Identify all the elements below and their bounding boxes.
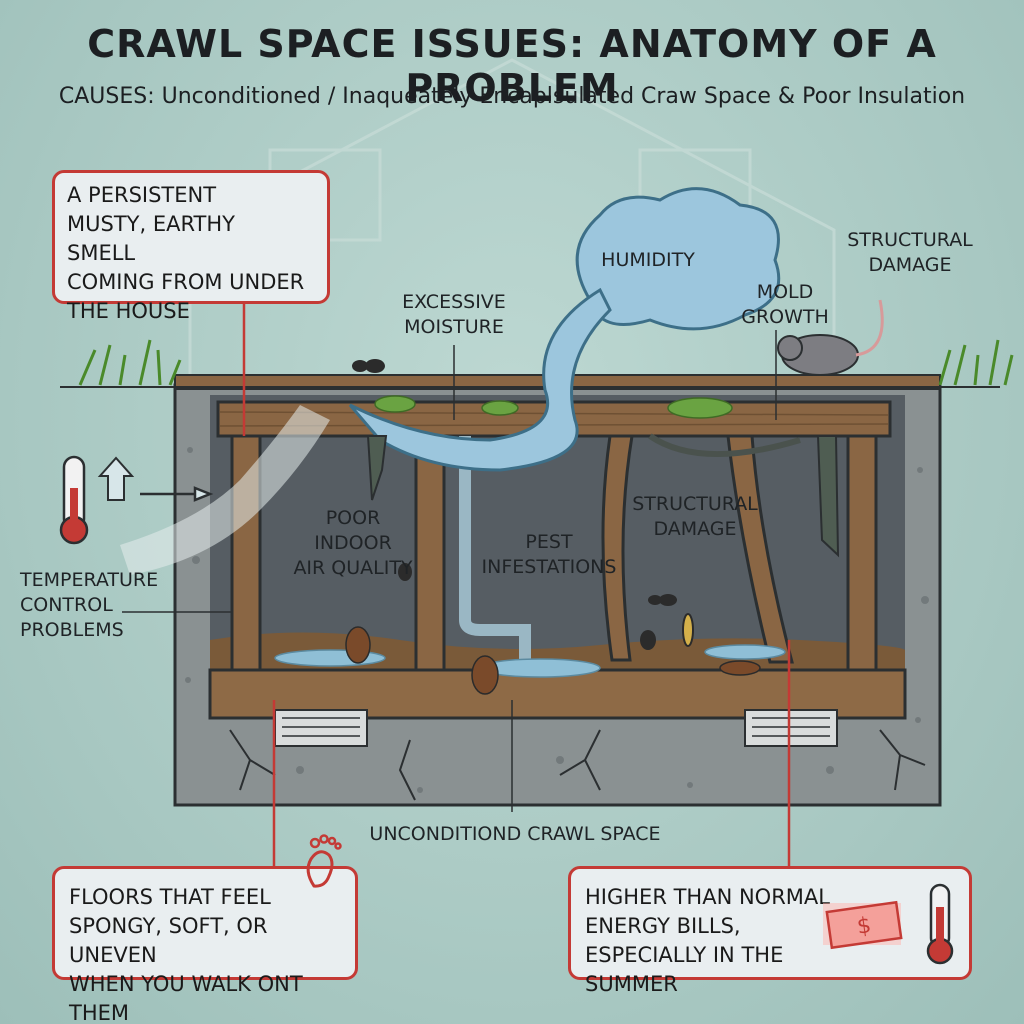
vent-icon xyxy=(274,709,838,747)
energy-callout: HIGHER THAN NORMAL ENERGY BILLS, ESPECIA… xyxy=(568,866,972,996)
rat-icon xyxy=(777,299,884,376)
right-arrow-icon xyxy=(140,486,214,502)
thermometer-icon xyxy=(59,455,89,545)
hanging-mold xyxy=(366,435,840,558)
page-title: CRAWL SPACE ISSUES: ANATOMY OF A PROBLEM xyxy=(87,22,937,110)
humidity-label: HUMIDITY xyxy=(601,249,695,271)
grass-icon xyxy=(78,339,1014,386)
footprint-icon xyxy=(306,834,342,888)
excessive-moisture-label: EXCESSIVE MOISTURE xyxy=(402,291,506,338)
ant-icon xyxy=(352,359,677,650)
pest-infestations-label: PEST INFESTATIONS xyxy=(481,531,617,578)
smell-callout-text: A PERSISTENT MUSTY, EARTHY SMELL COMING … xyxy=(67,183,305,323)
humidity-cloud xyxy=(348,187,781,472)
water-puddles xyxy=(274,644,786,678)
smell-wisp xyxy=(120,405,330,575)
cockroach-icon xyxy=(345,626,761,695)
svg-text:$: $ xyxy=(856,913,873,940)
up-arrow-icon xyxy=(97,456,135,501)
poor-air-quality-label: POOR INDOOR AIR QUALITY xyxy=(293,507,413,579)
thermometer-icon xyxy=(926,883,954,965)
unconditioned-crawl-label: UNCONDITIOND CRAWL SPACE xyxy=(369,823,661,845)
floors-callout-text: FLOORS THAT FEEL SPONGY, SOFT, OR UNEVEN… xyxy=(69,885,303,1024)
structural-damage-inner-label: STRUCTURAL DAMAGE xyxy=(632,493,758,540)
energy-callout-text: HIGHER THAN NORMAL ENERGY BILLS, ESPECIA… xyxy=(585,885,830,996)
pipe-icon xyxy=(459,436,531,660)
temperature-control-label: TEMPERATURE CONTROL PROBLEMS xyxy=(20,569,159,641)
dollar-bill-icon: $ xyxy=(823,900,903,950)
mold-growth xyxy=(374,395,733,419)
floors-callout: FLOORS THAT FEEL SPONGY, SOFT, OR UNEVEN… xyxy=(52,834,358,1024)
smell-callout: A PERSISTENT MUSTY, EARTHY SMELL COMING … xyxy=(52,170,330,323)
mosquito-icon xyxy=(682,613,694,647)
page-subtitle: CAUSES: Unconditioned / Inaqueately Enca… xyxy=(58,84,966,109)
structural-damage-top-label: STRUCTURAL DAMAGE xyxy=(847,229,973,276)
mold-growth-label: MOLD GROWTH xyxy=(741,281,829,328)
